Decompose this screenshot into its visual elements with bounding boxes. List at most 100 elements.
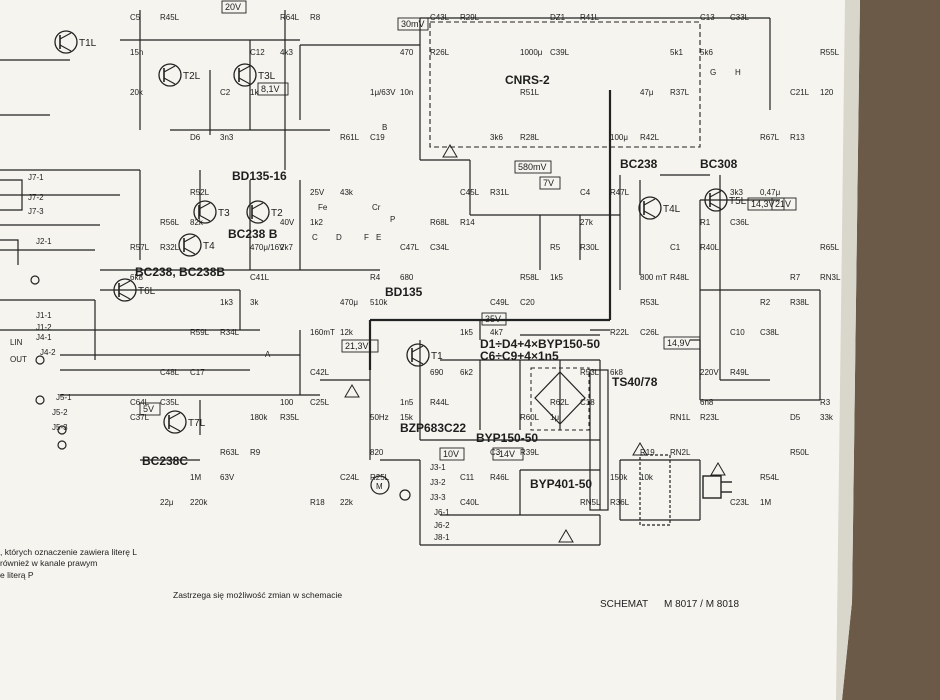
component-label: C49L: [490, 298, 510, 307]
transistor-t2l: T2L: [158, 63, 201, 87]
svg-text:21V: 21V: [775, 199, 791, 209]
component-label: R29L: [460, 13, 480, 22]
voltage-tag: 580mV: [514, 160, 552, 174]
component-label: 680: [400, 273, 414, 282]
component-label: 33k: [820, 413, 834, 422]
component-label: 22k: [340, 498, 354, 507]
component-label: 160mT: [310, 328, 335, 337]
component-label: 4k7: [490, 328, 503, 337]
component-label: R7: [790, 273, 801, 282]
component-label: C39L: [550, 48, 570, 57]
component-label: 1M: [190, 473, 201, 482]
component-label: R44L: [430, 398, 450, 407]
connector-label: J8-1: [434, 533, 450, 542]
component-label: R53L: [640, 298, 660, 307]
component-label: C38L: [760, 328, 780, 337]
component-label: DZ1: [550, 13, 566, 22]
component-label: R18: [310, 498, 325, 507]
component-label: R25L: [370, 473, 390, 482]
component-label: 50Hz: [370, 413, 389, 422]
component-label: 0,47μ: [760, 188, 781, 197]
transistor-label: T3: [218, 208, 230, 219]
component-label: C1: [670, 243, 681, 252]
component-label: R68L: [430, 218, 450, 227]
component-label: 82k: [190, 218, 204, 227]
component-label: 10k: [640, 473, 654, 482]
component-label: R64L: [280, 13, 300, 22]
component-label: R52L: [190, 188, 210, 197]
component-label: R65L: [820, 243, 840, 252]
component-label: R56L: [160, 218, 180, 227]
component-label: 6k2: [460, 368, 473, 377]
component-label: C41L: [250, 273, 270, 282]
component-label: C40L: [460, 498, 480, 507]
connector-label: J2-1: [36, 237, 52, 246]
component-label: C10: [730, 328, 745, 337]
part-label: BC238 B: [228, 227, 278, 241]
component-label: 1μ/63V: [370, 88, 396, 97]
transistor-t1l: T1L: [54, 30, 97, 54]
component-label: R32L: [160, 243, 180, 252]
component-label: R41L: [580, 13, 600, 22]
component-label: R8: [310, 13, 321, 22]
component-label: R42L: [640, 133, 660, 142]
component-label: R60L: [520, 413, 540, 422]
schema-label: SCHEMAT: [600, 599, 648, 610]
component-label: R57L: [130, 243, 150, 252]
component-label: R50L: [790, 448, 810, 457]
component-label: R54L: [760, 473, 780, 482]
component-label: 6k8: [610, 368, 623, 377]
component-label: 1M: [760, 498, 771, 507]
footnote-line: e literą P: [0, 570, 34, 580]
component-label: 20k: [130, 88, 144, 97]
connector-label: J6-2: [434, 521, 450, 530]
component-label: 25V: [310, 188, 325, 197]
connector-label: J3-3: [430, 493, 446, 502]
part-label: BD135-16: [232, 169, 287, 183]
transistor-label: T2: [271, 208, 283, 219]
component-label: 1μ: [550, 413, 559, 422]
component-label: C36L: [730, 218, 750, 227]
component-label: R67L: [760, 133, 780, 142]
svg-text:5V: 5V: [143, 404, 154, 414]
voltage-tag: 21V: [771, 197, 797, 211]
component-label: C42L: [310, 368, 330, 377]
voltage-tag: 8,1V: [257, 82, 289, 96]
component-label: 100: [280, 398, 294, 407]
connector-label: H: [735, 68, 741, 77]
component-label: 470μ/16V: [250, 243, 285, 252]
component-label: C21L: [790, 88, 810, 97]
component-label: 15k: [400, 413, 414, 422]
component-label: R14: [460, 218, 475, 227]
component-label: 12k: [340, 328, 354, 337]
svg-text:14,9V: 14,9V: [667, 338, 691, 348]
svg-text:580mV: 580mV: [518, 162, 547, 172]
transistor-t4: T4: [178, 233, 215, 257]
connector-label: Cr: [372, 203, 381, 212]
component-label: C11: [460, 473, 475, 482]
component-label: RN2L: [670, 448, 691, 457]
voltage-tag: 10V: [439, 447, 465, 461]
transistor-t2: T2: [246, 200, 283, 224]
connector-label: E: [376, 233, 381, 242]
svg-text:10V: 10V: [443, 449, 459, 459]
component-label: C5: [130, 13, 141, 22]
connector-label: OUT: [10, 355, 27, 364]
svg-text:7V: 7V: [543, 178, 554, 188]
component-label: 3k6: [490, 133, 503, 142]
transistor-label: T4L: [663, 204, 681, 215]
voltage-tag: 5V: [139, 402, 161, 416]
component-label: R30L: [580, 243, 600, 252]
voltage-tag: -14V: [492, 447, 524, 461]
component-label: R38L: [790, 298, 810, 307]
component-label: C24L: [340, 473, 360, 482]
transistor-label: T3L: [258, 71, 276, 82]
component-label: R61L: [340, 133, 360, 142]
part-label: BC308: [700, 157, 738, 171]
component-label: C18: [580, 398, 595, 407]
component-label: C17: [190, 368, 205, 377]
component-label: R45L: [160, 13, 180, 22]
connector-label: J3-2: [430, 478, 446, 487]
component-label: R35L: [280, 413, 300, 422]
